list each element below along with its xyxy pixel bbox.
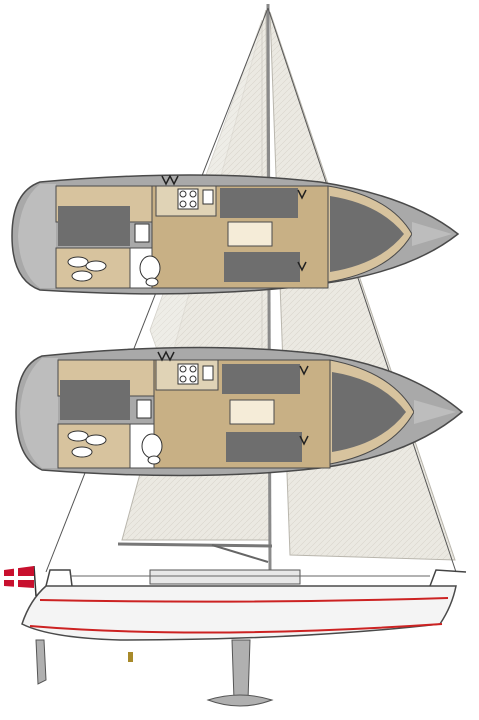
stern-pulpit: [45, 569, 73, 587]
boom-vang: [211, 544, 269, 563]
sink-icon: [202, 189, 214, 205]
interior-layout-lower: [15, 346, 464, 477]
saloon-table: [227, 221, 273, 247]
forward-vberth: [330, 196, 404, 272]
saloon-settee-port: [220, 188, 298, 218]
aft-cabin-stbd: [55, 247, 137, 289]
forestay: [267, 7, 457, 573]
interior-layout-upper: [11, 174, 460, 295]
cockpit-cushions: [67, 430, 107, 458]
waterline-stripe: [29, 623, 443, 634]
aft-berth-port: [58, 206, 130, 246]
saloon-settee-port: [222, 364, 300, 394]
boom: [117, 542, 273, 548]
aft-berth-port: [60, 380, 130, 420]
sink-icon: [202, 365, 214, 381]
anchor-locker: [414, 400, 456, 424]
saloon-settee-stbd: [226, 432, 302, 462]
rudder: [35, 639, 47, 685]
shower-icon: [136, 399, 152, 419]
cockpit-area: [20, 358, 58, 468]
keel-bulb: [206, 694, 274, 707]
cabin-roof: [149, 569, 301, 585]
propeller: [128, 652, 133, 662]
anchor-locker: [412, 222, 452, 246]
saloon-table: [229, 399, 275, 425]
toilet-icon: [139, 255, 161, 287]
forward-vberth: [332, 372, 406, 452]
shower-icon: [134, 223, 150, 243]
saloon-settee-stbd: [224, 252, 300, 282]
bow-pulpit: [429, 569, 467, 587]
stove-icon: [177, 188, 199, 210]
speaker-icon: [161, 174, 307, 272]
cockpit-cushions: [67, 256, 107, 282]
hull-profile: [21, 569, 467, 707]
aft-cabin-stbd: [57, 423, 135, 469]
keel-fin: [231, 639, 251, 701]
speaker-icon: [157, 350, 309, 446]
danish-flag-icon: [4, 565, 37, 597]
toilet-icon: [141, 433, 163, 465]
boot-stripe: [39, 597, 449, 603]
stove-icon: [177, 363, 199, 385]
cockpit-area: [18, 184, 56, 288]
